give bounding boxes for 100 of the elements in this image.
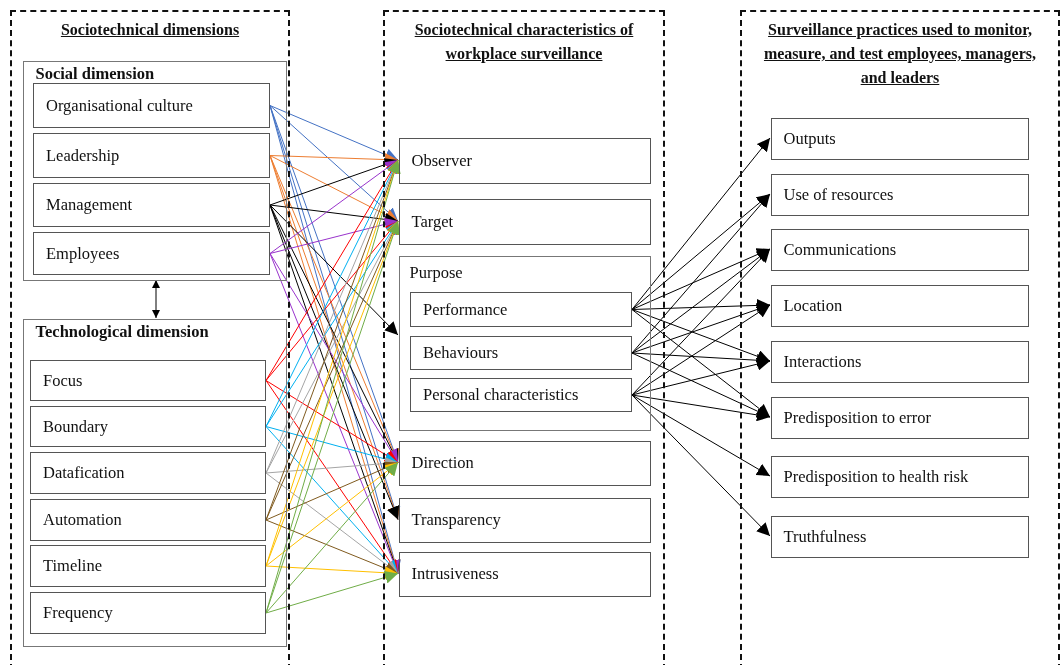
box-label: Communications [783, 239, 897, 260]
label-box [398, 551, 651, 597]
arrow [265, 462, 399, 614]
box-label: Target [411, 211, 454, 232]
box-label: Datafication [43, 463, 125, 483]
arrow [631, 394, 771, 537]
arrow [631, 248, 771, 396]
group-heading: Social dimension [35, 63, 155, 84]
label-box [410, 292, 632, 327]
arrow [265, 457, 399, 474]
box-label: Truthfulness [783, 526, 867, 547]
arrow [631, 352, 771, 367]
arrow [631, 193, 771, 354]
box-label: Predisposition to error [783, 407, 932, 428]
label-box [30, 545, 266, 587]
label-box [30, 592, 266, 634]
arrow [265, 380, 399, 463]
arrow [631, 394, 771, 422]
arrow [631, 352, 771, 418]
box-label: Outputs [783, 128, 836, 149]
box-label: Organisational culture [46, 95, 193, 116]
box-label: Automation [43, 510, 122, 530]
arrow [631, 298, 771, 312]
label-box [770, 515, 1029, 558]
box-label: Use of resources [783, 184, 894, 205]
group-box [22, 60, 287, 281]
panel-heading: Sociotechnical characteristics of workplace surveillance [413, 20, 635, 65]
dashed-panel [383, 10, 665, 665]
arrow [269, 204, 399, 336]
box-label: Transparency [411, 510, 501, 530]
label-box [770, 455, 1029, 498]
arrow [265, 380, 399, 574]
arrow [631, 304, 771, 396]
box-label: Timeline [43, 556, 102, 576]
arrow [152, 279, 160, 319]
dashed-panel [740, 10, 1060, 665]
box-label: Behaviours [423, 343, 499, 363]
group-heading: Technological dimension [35, 321, 209, 342]
arrow [631, 137, 771, 310]
box-label: Leadership [46, 145, 120, 166]
label-box [398, 137, 651, 184]
group-heading: Purpose [409, 262, 463, 283]
label-box [770, 117, 1029, 160]
box-label: Employees [46, 243, 120, 264]
box-label: Personal characteristics [423, 385, 579, 405]
arrow [631, 309, 771, 363]
box-label: Focus [43, 370, 83, 391]
arrow [265, 159, 399, 381]
box-label: Observer [411, 150, 472, 171]
label-box [33, 83, 270, 128]
group-box [22, 318, 287, 647]
label-box [770, 340, 1029, 383]
arrow [265, 519, 399, 575]
label-box [410, 336, 632, 370]
dashed-panel [10, 10, 290, 665]
label-box [33, 133, 270, 178]
arrow [269, 105, 399, 161]
arrow [631, 248, 771, 354]
label-box [770, 228, 1029, 271]
label-box [398, 198, 651, 245]
arrow [269, 159, 399, 254]
arrow [265, 565, 399, 580]
box-label: Performance [423, 299, 508, 320]
panel-heading: Sociotechnical dimensions [59, 20, 241, 40]
group-box [398, 255, 651, 431]
arrow [265, 571, 399, 614]
arrow [265, 220, 399, 427]
arrow [631, 357, 771, 396]
arrow [269, 217, 399, 254]
arrow [269, 155, 399, 222]
arrow [269, 153, 399, 167]
arrow [265, 461, 399, 521]
arrow [631, 309, 771, 418]
label-box [410, 378, 632, 412]
label-box [770, 396, 1029, 439]
arrow [269, 105, 399, 222]
label-box [30, 499, 266, 541]
label-box [770, 173, 1029, 216]
arrow [265, 462, 399, 567]
arrow [265, 472, 399, 574]
box-label: Intrusiveness [411, 564, 499, 584]
box-label: Predisposition to health risk [783, 466, 969, 487]
box-label: Management [46, 195, 133, 215]
label-box [30, 360, 266, 401]
label-box [398, 497, 651, 543]
box-label: Location [783, 295, 843, 316]
box-label: Interactions [783, 351, 862, 372]
arrow [269, 253, 399, 463]
label-box [30, 406, 266, 447]
label-box [33, 232, 270, 275]
box-label: Boundary [43, 416, 109, 437]
label-box [398, 440, 651, 486]
label-box [30, 452, 266, 494]
label-box [770, 284, 1029, 327]
arrow [631, 193, 771, 310]
label-box [33, 183, 270, 227]
box-label: Frequency [43, 603, 113, 623]
arrow [631, 394, 771, 477]
panel-heading: Surveillance practices used to monitor, measure, and test employees, managers, and leaders [762, 20, 1038, 88]
box-label: Direction [411, 453, 474, 473]
